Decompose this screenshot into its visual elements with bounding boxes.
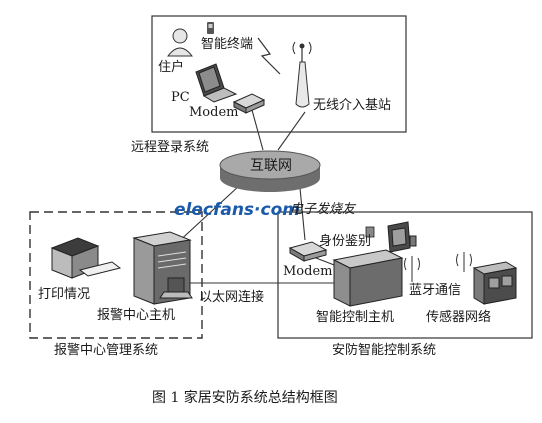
alarm-laptop-icon	[159, 277, 193, 299]
bluetooth-antenna-icon	[404, 252, 472, 282]
label-pc: PC	[171, 90, 190, 105]
internet-disk	[219, 150, 321, 192]
label-alarm-center-system: 报警中心管理系统	[54, 343, 159, 358]
label-security-control-system: 安防智能控制系统	[332, 343, 437, 358]
label-bluetooth: 蓝牙通信	[409, 283, 462, 298]
link-station-internet	[277, 111, 306, 151]
link-modem-internet	[251, 109, 264, 151]
security-control-box	[277, 211, 533, 339]
label-smart-host: 智能控制主机	[316, 310, 395, 325]
watermark-brand: elecfans·com	[174, 200, 300, 220]
label-identity: 身份鉴别	[319, 234, 372, 249]
pc-laptop-icon	[195, 63, 238, 103]
alarm-center-box	[29, 211, 203, 339]
wireless-signal-icon	[257, 37, 281, 75]
label-modem-right: Modem	[283, 264, 333, 279]
label-remote-login: 远程登录系统	[131, 140, 210, 155]
link-internet-modem	[299, 187, 306, 241]
identity-camera-icon	[387, 221, 417, 253]
label-alarm-host: 报警中心主机	[97, 308, 176, 323]
identity-reader-icon	[365, 226, 375, 238]
modem-right-icon	[288, 241, 328, 262]
label-ethernet: 以太网连接	[199, 290, 265, 305]
connection-lines	[174, 109, 345, 284]
remote-login-box	[151, 15, 407, 133]
link-internet-alarm	[174, 184, 241, 246]
watermark-cn: 电子发烧友	[290, 202, 356, 217]
smart-control-host-icon	[332, 249, 404, 307]
printer-icon	[50, 237, 122, 279]
label-print-status: 打印情况	[38, 287, 91, 302]
wireless-base-station-icon	[292, 41, 312, 108]
smart-terminal-phone-icon	[207, 22, 214, 34]
resident-person-icon	[166, 28, 194, 57]
label-smart-terminal: 智能终端	[201, 37, 254, 52]
sensor-network-icon	[472, 261, 518, 305]
label-sensor-net: 传感器网络	[426, 310, 492, 325]
modem-top-icon	[232, 93, 266, 114]
label-resident: 住户	[158, 60, 185, 75]
label-internet: 互联网	[250, 158, 292, 174]
figure-caption: 图 1 家居安防系统总结构框图	[152, 390, 338, 406]
label-wireless-station: 无线介入基站	[313, 98, 392, 113]
label-modem-top: Modem	[189, 105, 239, 120]
